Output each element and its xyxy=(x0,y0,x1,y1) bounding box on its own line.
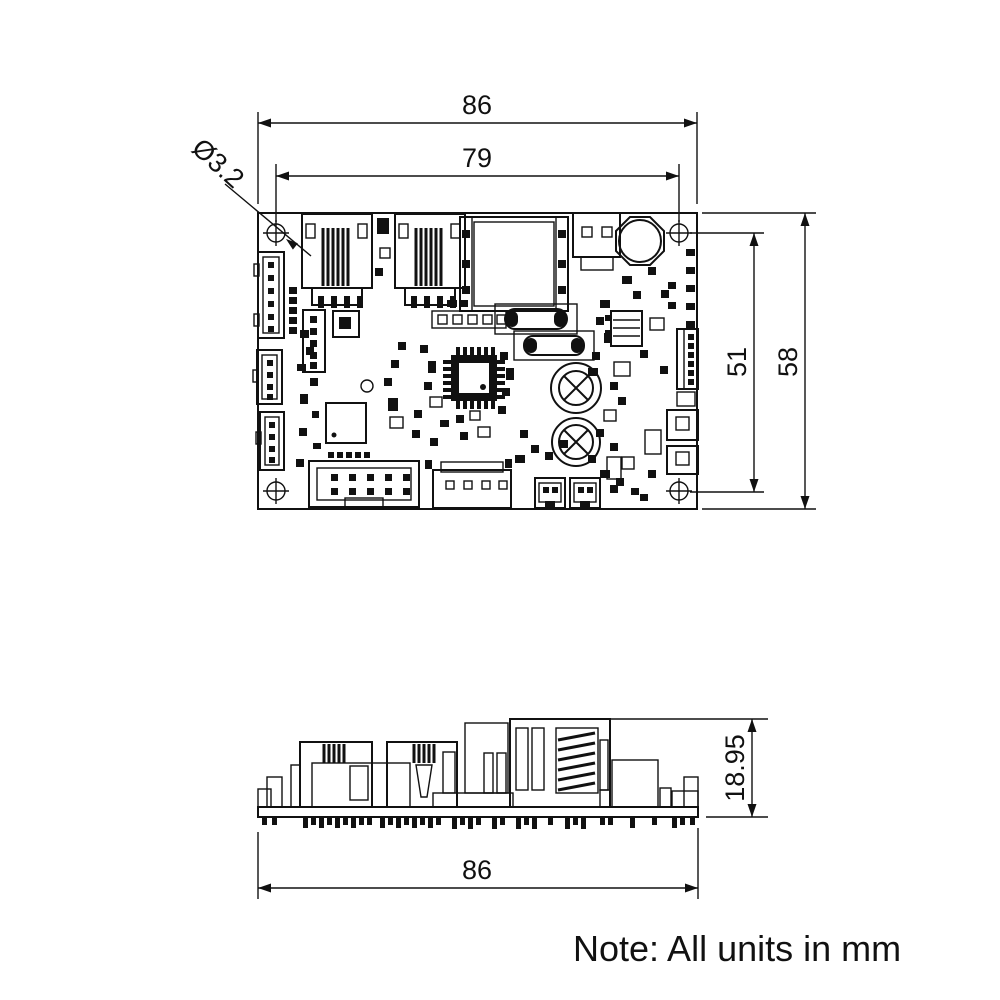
dim-label-hole-pitch-height: 51 xyxy=(722,347,752,377)
dim-component-height: 18.95 xyxy=(580,718,768,818)
dim-label-component-height: 18.95 xyxy=(720,734,750,802)
dim-label-hole-diameter: Ø3.2 xyxy=(186,133,250,194)
shield-module xyxy=(459,216,569,312)
dim-board-width: 86 xyxy=(257,90,698,204)
dim-label-side-board-width: 86 xyxy=(462,855,492,885)
inductor-capsules xyxy=(494,303,595,361)
smd-components-scatter xyxy=(296,218,695,501)
electrolytic-capacitors xyxy=(550,362,602,467)
dim-board-height: 58 xyxy=(702,212,816,510)
buzzer-pad xyxy=(615,216,665,266)
side-view xyxy=(257,718,699,829)
dim-hole-pitch-height: 51 xyxy=(690,232,764,493)
misc-chips xyxy=(325,310,374,444)
dim-label-hole-pitch-width: 79 xyxy=(462,143,492,173)
right-edge-connectors xyxy=(666,328,699,475)
rj45-connector-b xyxy=(394,213,466,308)
left-jst-connectors xyxy=(252,251,326,471)
bottom-4pin-connector xyxy=(425,459,512,509)
dim-label-board-width: 86 xyxy=(462,90,492,120)
qfp-ic xyxy=(443,347,505,409)
side-pins xyxy=(262,817,695,829)
rj45-connector-a xyxy=(301,213,373,308)
top-view xyxy=(252,212,699,510)
idc-header xyxy=(308,460,420,510)
side-components xyxy=(257,718,699,808)
side-board-bar xyxy=(257,806,699,818)
dim-hole-diameter: Ø3.2 xyxy=(186,133,312,257)
dim-side-board-width: 86 xyxy=(257,828,699,899)
power-connector xyxy=(572,212,621,271)
dim-label-board-height: 58 xyxy=(773,347,803,377)
dim-hole-pitch-width: 79 xyxy=(275,143,680,222)
bottom-2pin-connectors xyxy=(534,477,601,509)
mounting-holes xyxy=(263,220,692,504)
note-label: Note: All units in mm xyxy=(573,928,901,969)
